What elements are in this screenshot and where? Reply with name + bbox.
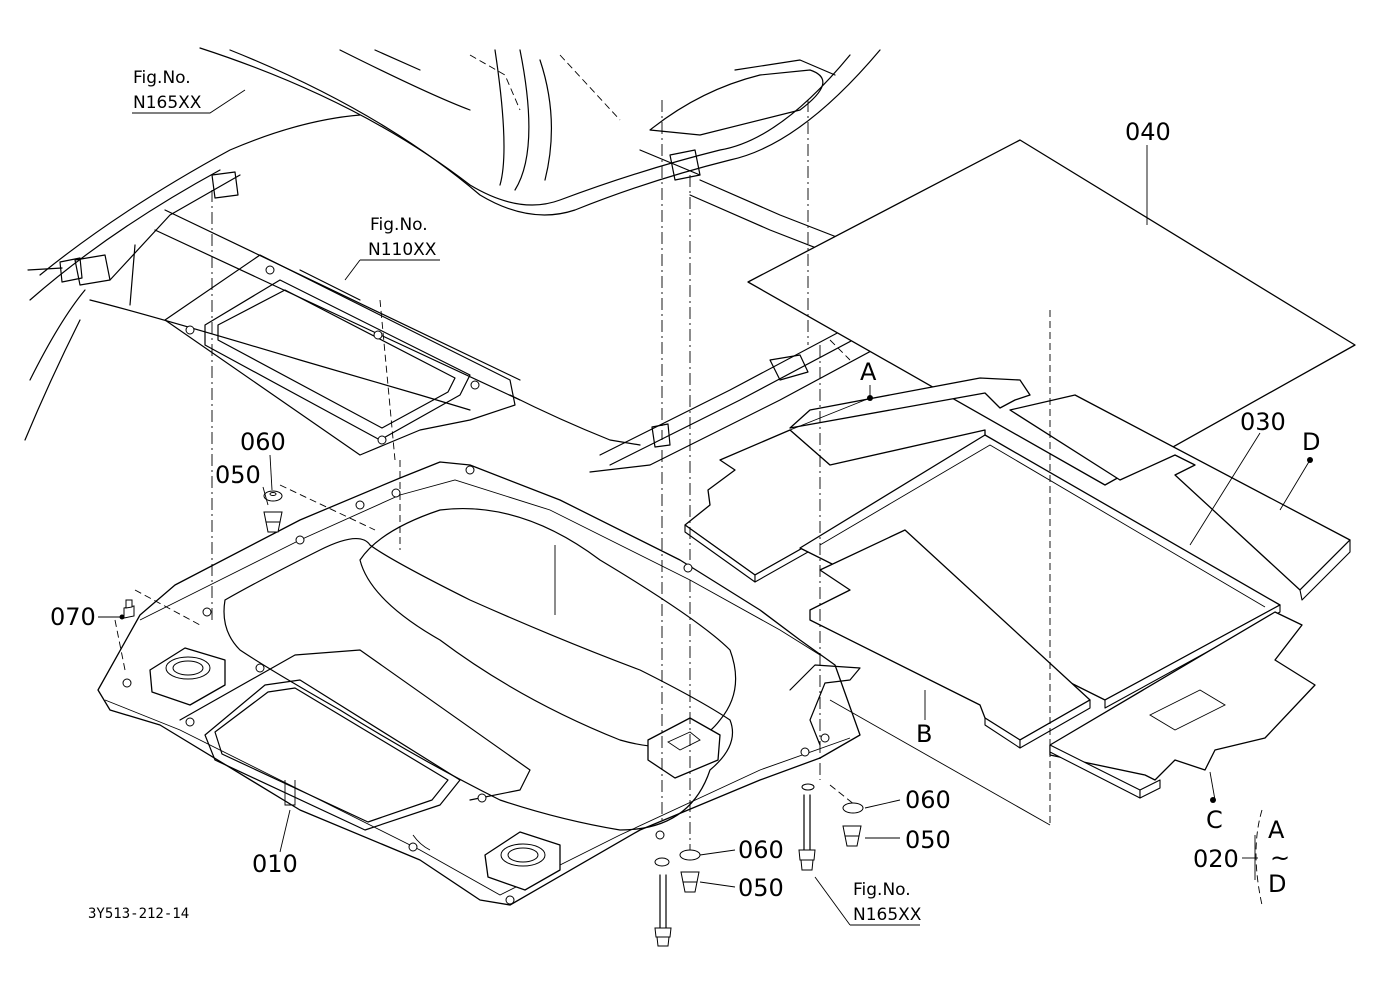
clip-050-mid [680, 871, 700, 883]
fig-ref-3-num: N165XX [853, 905, 922, 925]
washer-060-right [842, 802, 864, 814]
label-030: 030 [1240, 408, 1286, 436]
part-040-board [747, 139, 1356, 486]
label-060-right: 060 [905, 786, 951, 814]
clip-050-right [842, 825, 862, 837]
label-060-left: 060 [240, 428, 286, 456]
label-050-mid: 050 [738, 874, 784, 902]
board-d [1009, 394, 1351, 591]
bolt-mid [659, 874, 667, 929]
label-letter-a: A [860, 358, 877, 386]
label-040: 040 [1125, 118, 1171, 146]
clip-050-left [263, 511, 283, 523]
label-letter-b: B [916, 720, 932, 748]
label-020: 020 [1193, 845, 1239, 873]
label-010: 010 [252, 850, 298, 878]
fig-ref-1-num: N165XX [133, 93, 202, 113]
leader-lines [98, 89, 1313, 926]
sunroof-frame [164, 254, 516, 456]
bolt-right [803, 794, 811, 851]
assembly-lines [114, 100, 1051, 850]
label-050-left: 050 [215, 461, 261, 489]
range-to: D [1268, 870, 1286, 898]
washer-060-mid [679, 849, 701, 861]
range-tilde: ~ [1270, 844, 1290, 872]
fig-ref-2-fig: Fig.No. [370, 215, 428, 235]
fasteners [123, 490, 864, 947]
label-050-right: 050 [905, 826, 951, 854]
label-070: 070 [50, 603, 96, 631]
fig-ref-3-fig: Fig.No. [853, 880, 911, 900]
fig-ref-2-num: N110XX [368, 240, 437, 260]
drawing-code: 3Y513-212-14 [88, 906, 189, 922]
label-letter-c: C [1206, 806, 1223, 834]
part-020-boards [684, 377, 1351, 799]
range-from: A [1268, 816, 1285, 844]
fig-ref-1-fig: Fig.No. [133, 68, 191, 88]
part-010-roof-liner [97, 461, 861, 906]
label-letter-d: D [1302, 428, 1320, 456]
board-c [1049, 611, 1316, 781]
label-060-mid: 060 [738, 836, 784, 864]
